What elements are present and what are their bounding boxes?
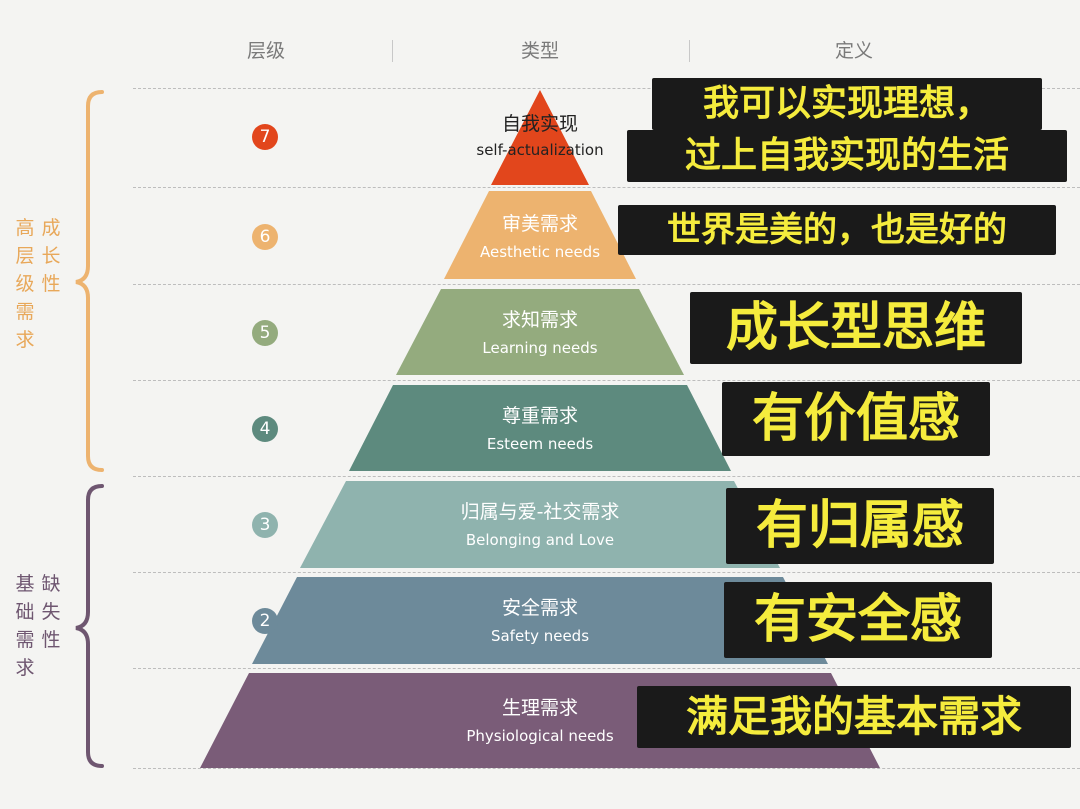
deficiency-bracket <box>75 484 104 768</box>
tier-3-subtitle: Belonging and Love <box>465 531 615 549</box>
tier-5-title: 求知需求 <box>501 309 578 331</box>
tier-7-text: 自我实现 self-actualization <box>440 112 640 160</box>
header-separator <box>392 40 393 62</box>
level-number-7: 7 <box>252 124 278 150</box>
tier-6-title: 审美需求 <box>501 213 578 235</box>
tier-4-subtitle: Esteem needs <box>486 435 594 453</box>
tier-2-title: 安全需求 <box>501 597 578 619</box>
tier-4-text: 尊重需求 Esteem needs <box>440 404 640 454</box>
tier-5-text: 求知需求 Learning needs <box>440 308 640 358</box>
tier-1-subtitle: Physiological needs <box>466 727 614 745</box>
deficiency-needs-label: 缺 失 性 基 础 需 求 <box>15 573 61 679</box>
level-number-5: 5 <box>252 320 278 346</box>
tier-2-subtitle: Safety needs <box>490 627 590 645</box>
row-divider <box>133 187 1080 188</box>
definition-4: 有价值感 <box>722 382 990 456</box>
tier-3-text: 归属与爱-社交需求 Belonging and Love <box>440 500 640 550</box>
row-divider <box>133 572 1080 573</box>
header-separator <box>689 40 690 62</box>
row-divider <box>133 380 1080 381</box>
tier-3-title: 归属与爱-社交需求 <box>460 501 620 523</box>
level-number-3: 3 <box>252 512 278 538</box>
row-divider <box>133 284 1080 285</box>
pyramid-tier-6 <box>444 191 636 279</box>
row-divider <box>133 476 1080 477</box>
pyramid-tier-4 <box>349 385 731 471</box>
definition-5: 成长型思维 <box>690 292 1022 364</box>
tier-1-text: 生理需求 Physiological needs <box>440 696 640 746</box>
pyramid-tier-2 <box>252 577 828 664</box>
level-number-6: 6 <box>252 224 278 250</box>
header-definition: 定义 <box>834 40 873 62</box>
row-divider <box>133 668 1080 669</box>
tier-6-text: 审美需求 Aesthetic needs <box>440 212 640 262</box>
definition-3: 有归属感 <box>726 488 994 564</box>
tier-1-title: 生理需求 <box>501 697 578 719</box>
tier-5-subtitle: Learning needs <box>482 339 598 357</box>
level-number-2: 2 <box>252 608 278 634</box>
definition-7-line1: 我可以实现理想， <box>652 78 1042 130</box>
growth-bracket <box>75 90 104 472</box>
definition-7-line2: 过上自我实现的生活 <box>627 130 1067 182</box>
tier-7-subtitle: self-actualization <box>476 141 604 159</box>
header-type: 类型 <box>520 40 559 62</box>
growth-needs-label: 成 长 性 高 层 级 需 求 <box>15 217 61 351</box>
tier-6-subtitle: Aesthetic needs <box>479 243 601 261</box>
row-divider <box>133 88 1080 89</box>
tier-2-text: 安全需求 Safety needs <box>440 596 640 646</box>
level-number-4: 4 <box>252 416 278 442</box>
definition-6: 世界是美的，也是好的 <box>618 205 1056 255</box>
tier-4-title: 尊重需求 <box>501 405 578 427</box>
pyramid-tier-7 <box>491 90 589 185</box>
tier-7-title: 自我实现 <box>501 113 578 135</box>
definition-2: 有安全感 <box>724 582 992 658</box>
header-level: 层级 <box>246 40 285 62</box>
definition-1: 满足我的基本需求 <box>637 686 1071 748</box>
pyramid-tier-5 <box>396 289 684 375</box>
row-divider <box>133 768 1080 769</box>
pyramid-tier-3 <box>300 481 780 568</box>
